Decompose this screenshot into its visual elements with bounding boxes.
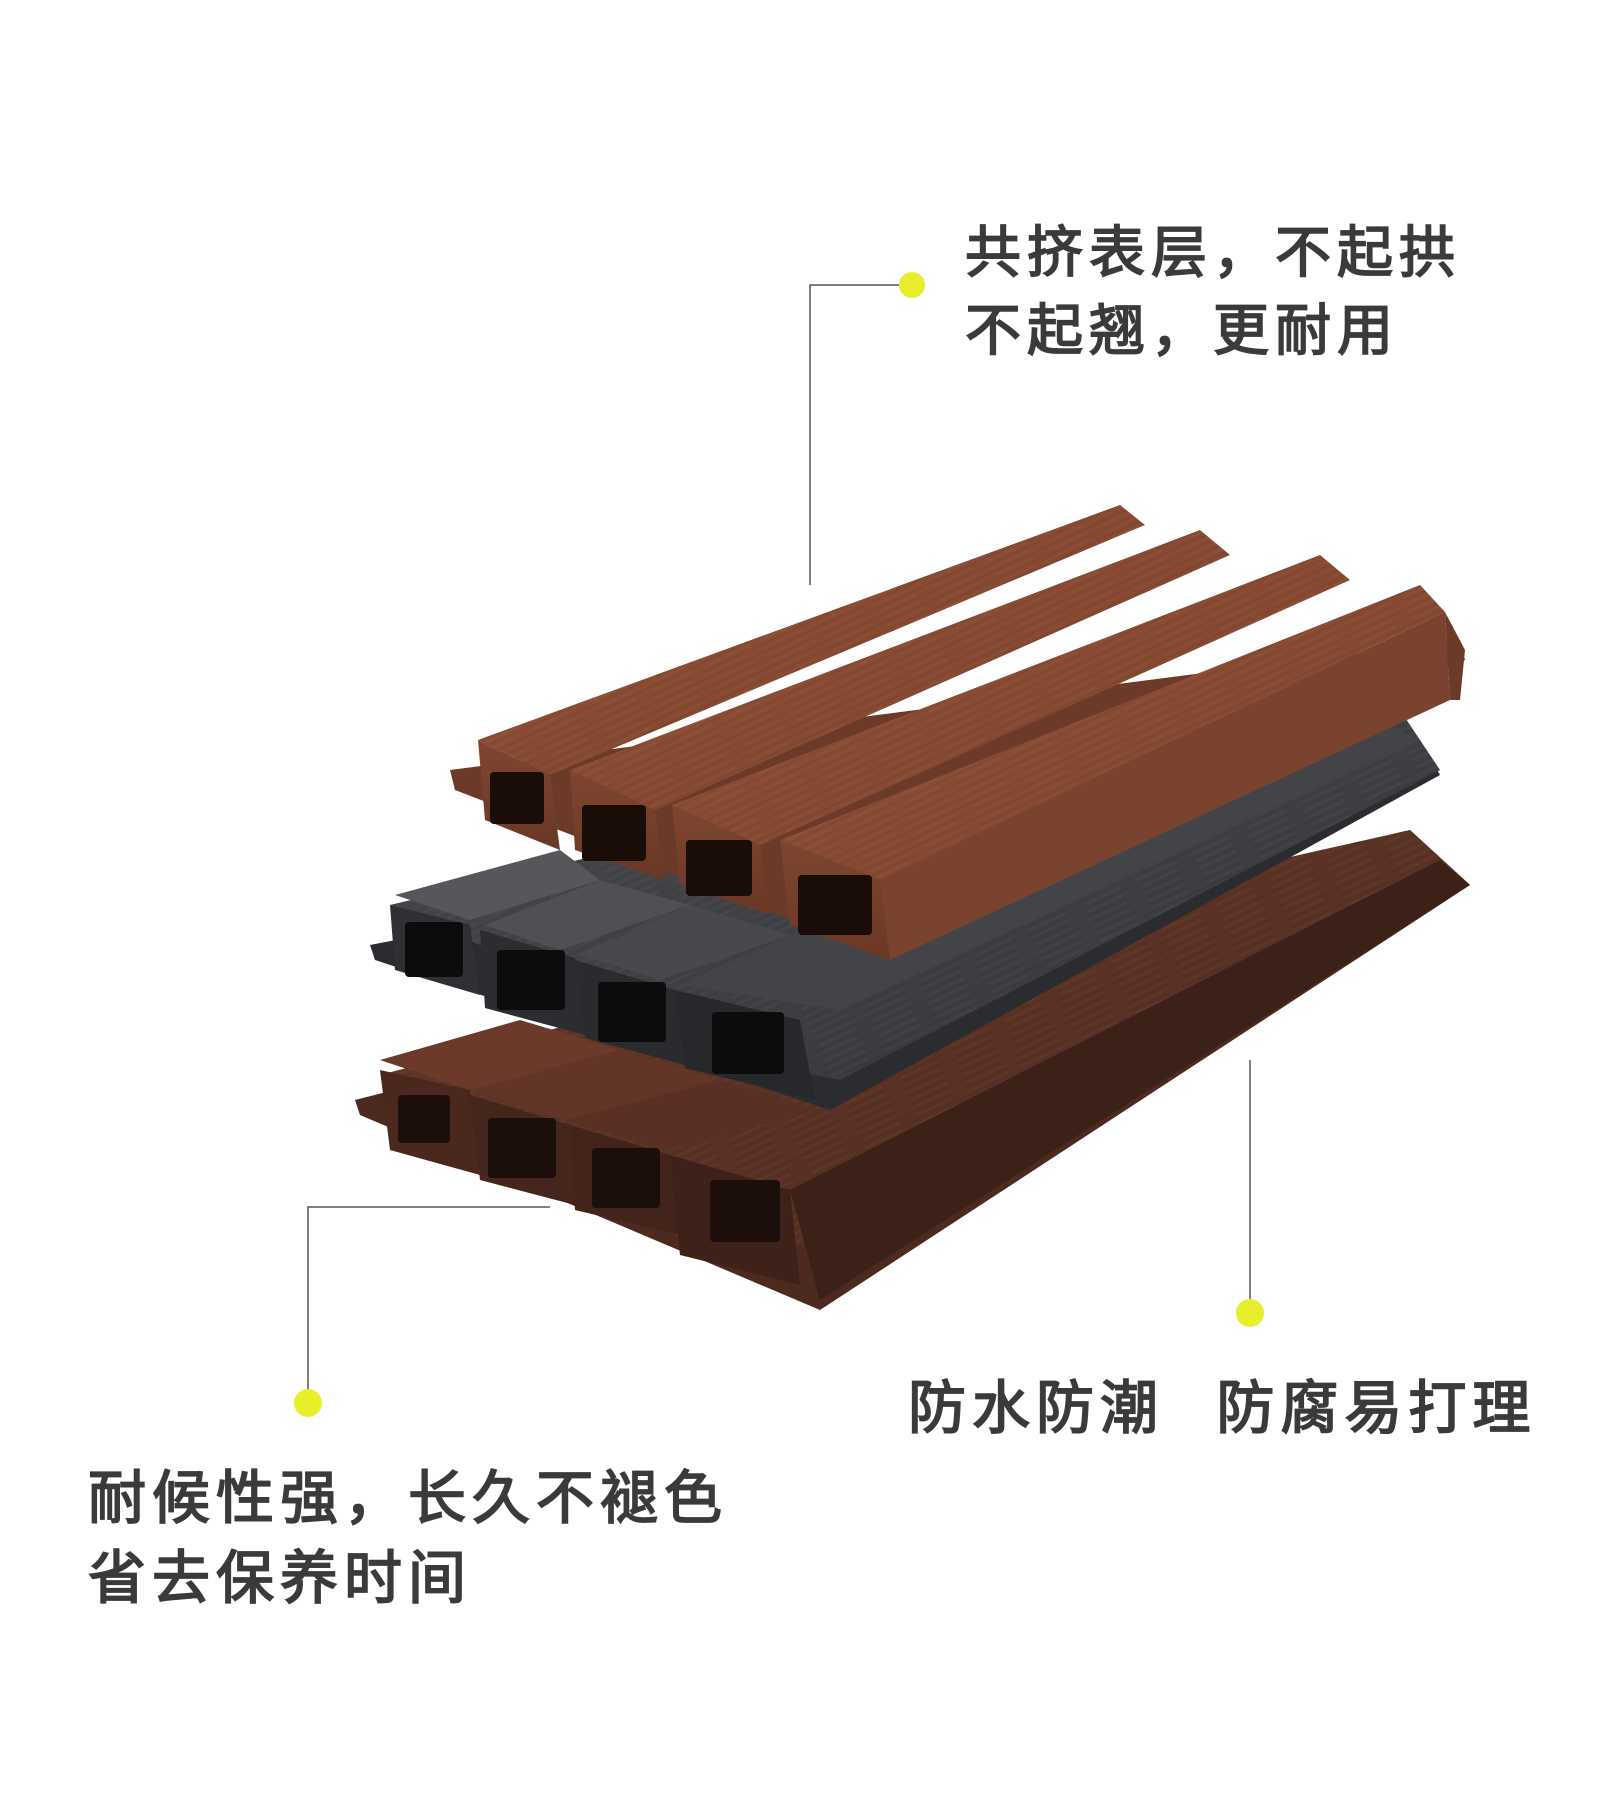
middle-chamber-4 — [712, 1012, 784, 1074]
top-chamber-4 — [798, 875, 872, 935]
marker-dot-top — [899, 272, 925, 298]
callout-right-leader — [1236, 1060, 1264, 1327]
callout-right-line1: 防水防潮 防腐易打理 — [908, 1374, 1537, 1442]
callout-left-line1: 耐候性强，长久不褪色 — [88, 1464, 729, 1532]
middle-chamber-2 — [497, 950, 565, 1010]
callout-top-line2: 不起翘，更耐用 — [965, 299, 1399, 364]
callout-top-leader — [809, 272, 925, 585]
bottom-chamber-4 — [710, 1180, 780, 1242]
bottom-chamber-1 — [398, 1095, 450, 1143]
callout-left-text: 耐候性强，长久不褪色 省去保养时间 — [88, 1458, 728, 1618]
middle-chamber-1 — [405, 922, 463, 977]
callout-right-text: 防水防潮 防腐易打理 — [908, 1368, 1536, 1448]
callout-left-line2: 省去保养时间 — [88, 1544, 473, 1612]
top-chamber-2 — [582, 805, 646, 861]
callout-top-text: 共挤表层，不起拱 不起翘，更耐用 — [965, 215, 1461, 371]
top-chamber-3 — [686, 840, 752, 896]
top-chamber-1 — [490, 772, 544, 824]
bottom-chamber-2 — [488, 1118, 556, 1178]
callout-left-leader — [294, 1206, 550, 1417]
bottom-chamber-3 — [592, 1148, 660, 1208]
marker-dot-right — [1236, 1299, 1264, 1327]
marker-dot-left — [294, 1389, 322, 1417]
top-panel — [450, 505, 1465, 960]
callout-top-line1: 共挤表层，不起拱 — [965, 221, 1461, 286]
middle-chamber-3 — [598, 982, 666, 1042]
